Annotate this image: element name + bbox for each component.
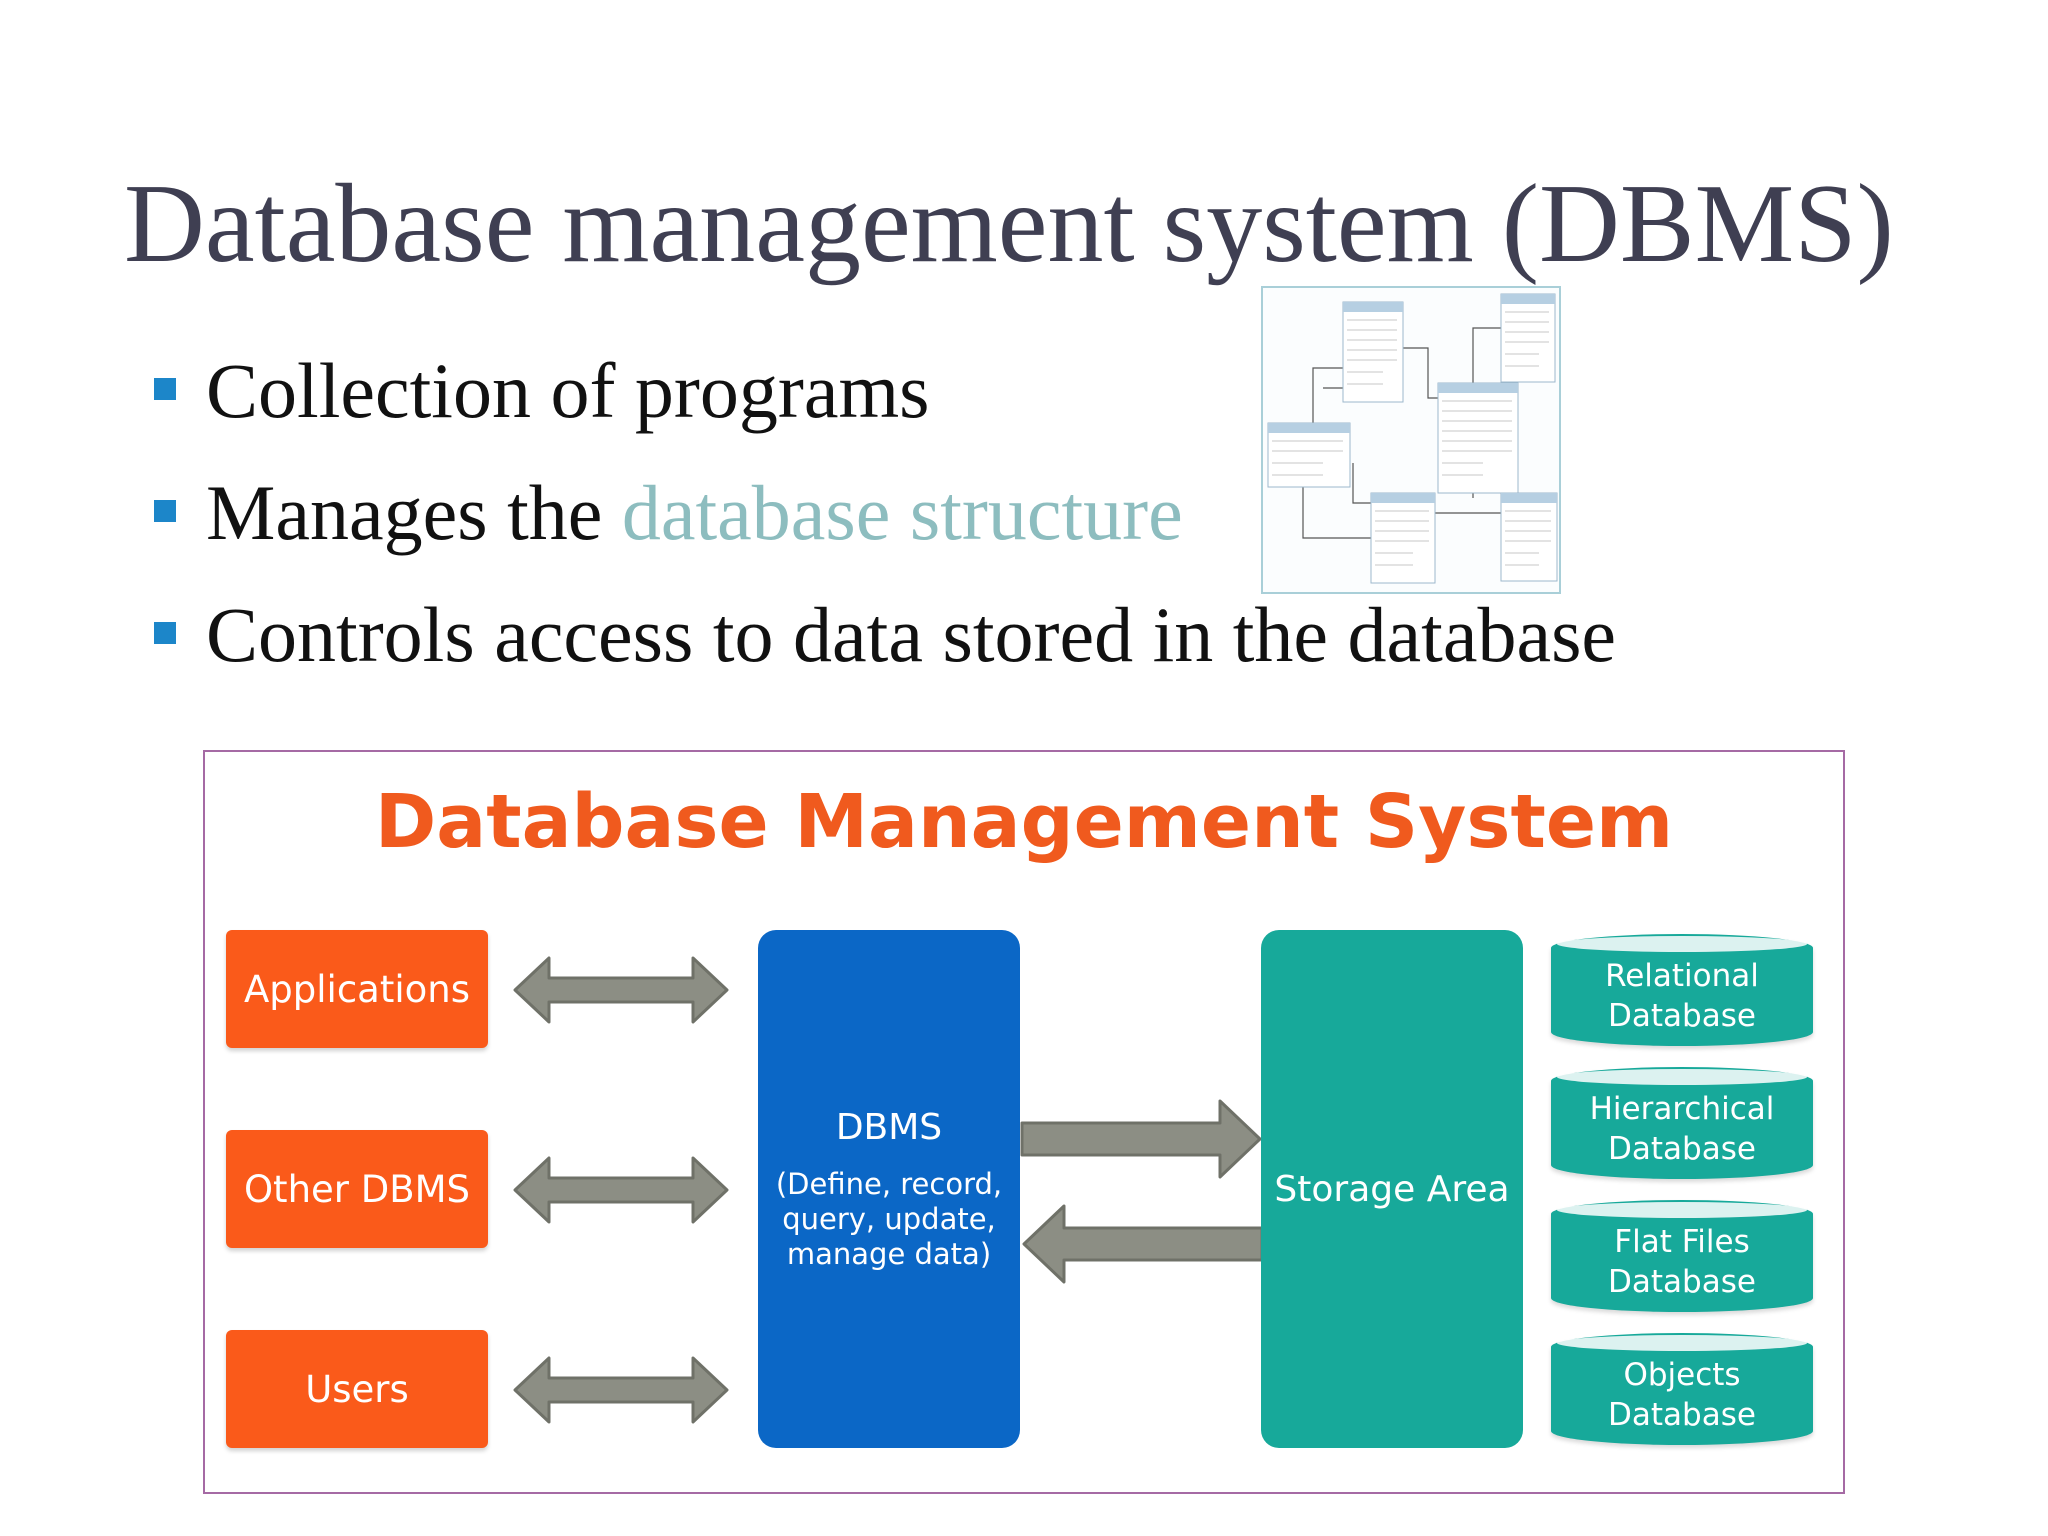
cylinder-top-icon — [1557, 1069, 1807, 1085]
bullet-text: Controls access to data stored in the da… — [206, 591, 1617, 678]
double-arrow-icon — [513, 1356, 729, 1424]
bullet-item: Manages the database structure — [152, 474, 1616, 596]
diagram-title: Database Management System — [374, 779, 1674, 865]
schema-diagram-graphic — [1267, 293, 1558, 584]
cylinder-top-icon — [1557, 936, 1807, 952]
database-label-line2: Database — [1608, 998, 1756, 1035]
database-cylinder: Hierarchical Database — [1551, 1067, 1813, 1179]
database-label: Hierarchical Database — [1551, 1089, 1813, 1170]
applications-box: Applications — [226, 930, 488, 1048]
bullet-text: Manages the — [206, 469, 622, 556]
schema-diagram-image — [1261, 286, 1561, 594]
storage-label: Storage Area — [1274, 1168, 1510, 1210]
database-label: Relational Database — [1551, 956, 1813, 1037]
actor-label: Applications — [243, 967, 470, 1011]
database-label: Objects Database — [1551, 1355, 1813, 1436]
database-cylinder: Flat Files Database — [1551, 1200, 1813, 1312]
right-arrow-icon — [1020, 1099, 1262, 1179]
slide-title: Database management system (DBMS) — [124, 162, 1894, 286]
database-cylinder: Objects Database — [1551, 1333, 1813, 1445]
highlighted-term: database structure — [621, 469, 1183, 556]
square-bullet-icon — [154, 622, 176, 644]
dbms-diagram: Database Management System Applications … — [203, 750, 1845, 1494]
dbms-box: DBMS (Define, record, query, update, man… — [758, 930, 1020, 1448]
square-bullet-icon — [154, 500, 176, 522]
double-arrow-icon — [513, 956, 729, 1024]
database-label-line1: Flat Files — [1614, 1224, 1750, 1260]
database-label-line1: Objects — [1623, 1357, 1741, 1393]
left-arrow-icon — [1022, 1204, 1264, 1284]
bullet-item: Collection of programs — [152, 352, 1616, 474]
actor-label: Other DBMS — [243, 1167, 471, 1211]
actor-label: Users — [305, 1367, 409, 1411]
cylinder-top-icon — [1557, 1335, 1807, 1351]
bullet-item: Controls access to data stored in the da… — [152, 596, 1616, 718]
dbms-label: DBMS — [835, 1107, 943, 1149]
database-label: Flat Files Database — [1551, 1222, 1813, 1303]
cylinder-top-icon — [1557, 1202, 1807, 1218]
database-label-line2: Database — [1608, 1131, 1756, 1168]
database-cylinder: Relational Database — [1551, 934, 1813, 1046]
database-label-line1: Relational — [1605, 958, 1759, 994]
other-dbms-box: Other DBMS — [226, 1130, 488, 1248]
double-arrow-icon — [513, 1156, 729, 1224]
bullet-list: Collection of programs Manages the datab… — [152, 352, 1616, 718]
database-label-line2: Database — [1608, 1397, 1756, 1434]
square-bullet-icon — [154, 378, 176, 400]
users-box: Users — [226, 1330, 488, 1448]
database-label-line1: Hierarchical — [1589, 1091, 1775, 1127]
bullet-text: Collection of programs — [206, 347, 930, 434]
dbms-description: (Define, record, query, update, manage d… — [775, 1167, 1003, 1271]
storage-area-box: Storage Area — [1261, 930, 1523, 1448]
database-label-line2: Database — [1608, 1264, 1756, 1301]
